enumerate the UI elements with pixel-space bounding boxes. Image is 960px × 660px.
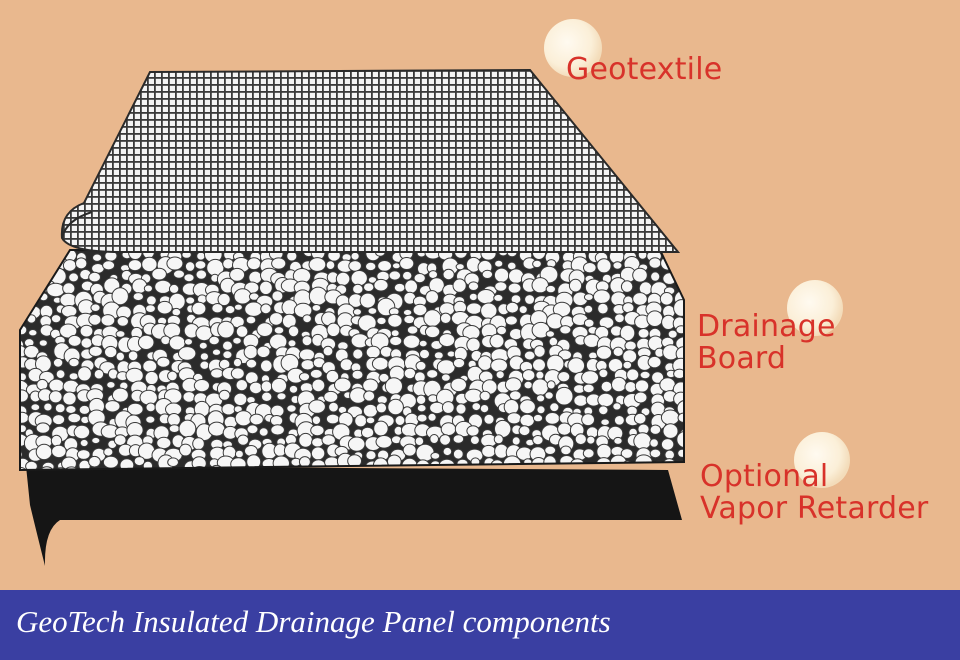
drainage-board-label-line-1: Drainage	[697, 309, 836, 344]
drainage-board-layer	[19, 249, 685, 472]
caption-text: GeoTech Insulated Drainage Panel compone…	[16, 604, 611, 639]
geotextile-layer	[60, 68, 681, 253]
geotextile-marker	[544, 19, 602, 77]
drainage-panel-illustration	[19, 19, 850, 566]
geotextile-label-text: Geotextile	[566, 52, 723, 87]
drainage-board-marker	[787, 280, 843, 336]
vapor-retarder-layer	[26, 466, 682, 566]
drainage-board-label-line-2: Board	[697, 341, 787, 376]
vapor-retarder-label-line-2: Vapor Retarder	[700, 491, 929, 526]
vapor-retarder-label: Optional Vapor Retarder	[700, 461, 928, 525]
vapor-retarder-label-line-1: Optional	[700, 459, 829, 494]
vapor-retarder-marker	[794, 432, 850, 488]
caption-bar	[0, 590, 960, 660]
drainage-board-label: Drainage Board	[697, 311, 836, 375]
geotextile-label: Geotextile	[566, 54, 722, 86]
